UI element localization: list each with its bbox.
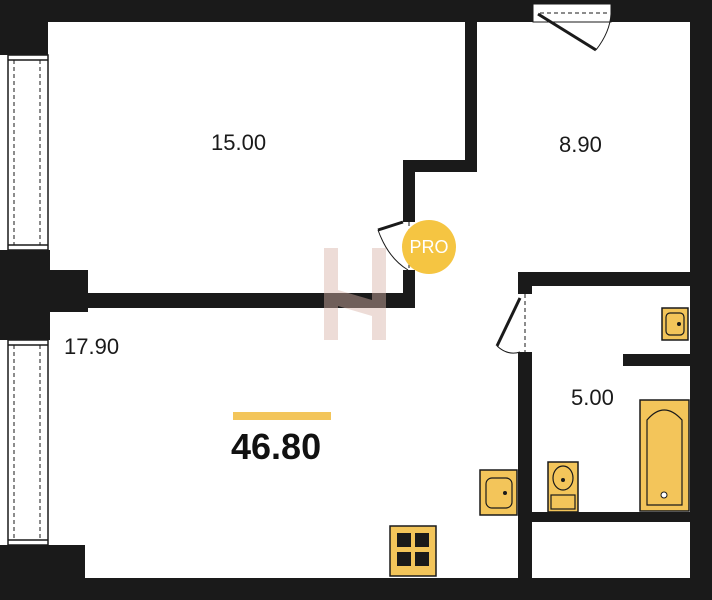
total-area-accent-bar: [233, 412, 331, 420]
entrance-door: [532, 3, 612, 52]
room-area-top-right: 8.90: [559, 132, 602, 157]
wall-partition-lower: [403, 160, 415, 222]
kitchen-sink: [479, 469, 518, 516]
room-area-main: 17.90: [64, 334, 120, 359]
wall-bath-nib: [623, 354, 690, 366]
wall-bath-left-upper: [518, 272, 532, 294]
wall-partition-step: [403, 160, 477, 172]
wall-left-bottom: [0, 545, 85, 600]
wall-bath-top: [518, 272, 690, 286]
interior-walls: [85, 22, 690, 578]
window-upper: [7, 54, 49, 251]
window-lower: [7, 339, 49, 546]
wall-horizontal-mid: [85, 293, 415, 308]
stove: [389, 525, 437, 577]
pro-badge-circle: [402, 220, 456, 274]
watermark-logo: [324, 248, 386, 340]
wall-left-top: [0, 0, 48, 55]
wall-partition-stub: [403, 270, 415, 308]
pro-badge: PRO: [409, 236, 449, 257]
wall-left-stub: [50, 270, 88, 312]
room-area-top-left: 15.00: [211, 130, 267, 155]
bathroom-sink-top: [661, 307, 689, 341]
toilet: [547, 461, 579, 513]
wall-right: [690, 0, 712, 600]
wall-bath-left: [518, 352, 532, 578]
wall-partition-vertical: [465, 22, 477, 170]
room-area-bathroom: 5.00: [571, 385, 614, 410]
bathtub: [639, 399, 690, 512]
bathroom-door: [495, 294, 526, 354]
wall-left-mid: [0, 250, 50, 340]
wall-bottom: [0, 578, 712, 600]
wall-bath-bottom: [518, 512, 690, 522]
total-area: 46.80: [231, 426, 322, 467]
